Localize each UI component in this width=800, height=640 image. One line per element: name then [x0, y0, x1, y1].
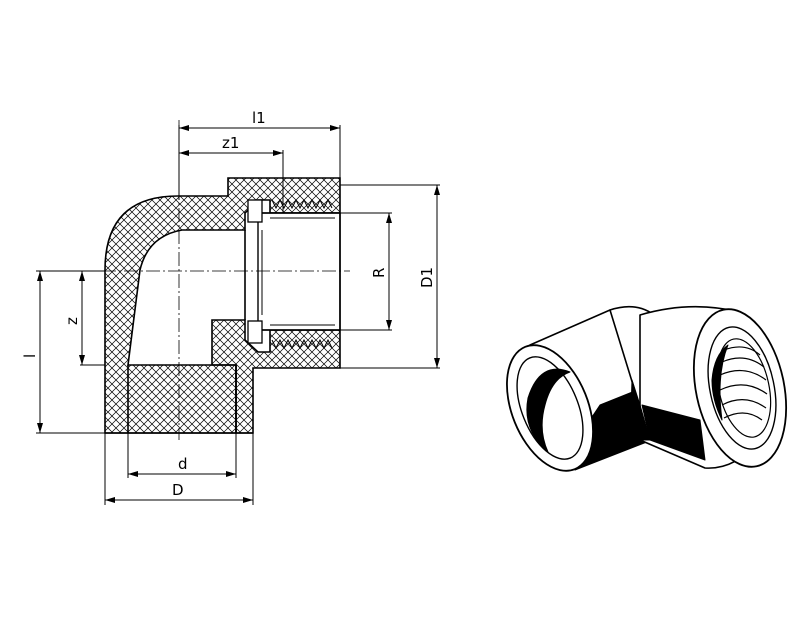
dim-z-label: z [63, 317, 81, 325]
dim-R-label: R [370, 268, 388, 278]
dim-l1-label: l1 [252, 109, 266, 127]
dim-d-label: d [178, 455, 188, 473]
dim-D-label: D [172, 481, 184, 499]
dimensions: l1 z1 D1 R z l d D [21, 109, 440, 505]
elbow-3d-view [506, 305, 788, 472]
dim-z1-label: z1 [222, 134, 239, 152]
elbow-section-view [36, 120, 350, 440]
threaded-insert [247, 198, 341, 350]
dim-D1-label: D1 [418, 267, 436, 288]
dim-l-label: l [21, 354, 39, 358]
